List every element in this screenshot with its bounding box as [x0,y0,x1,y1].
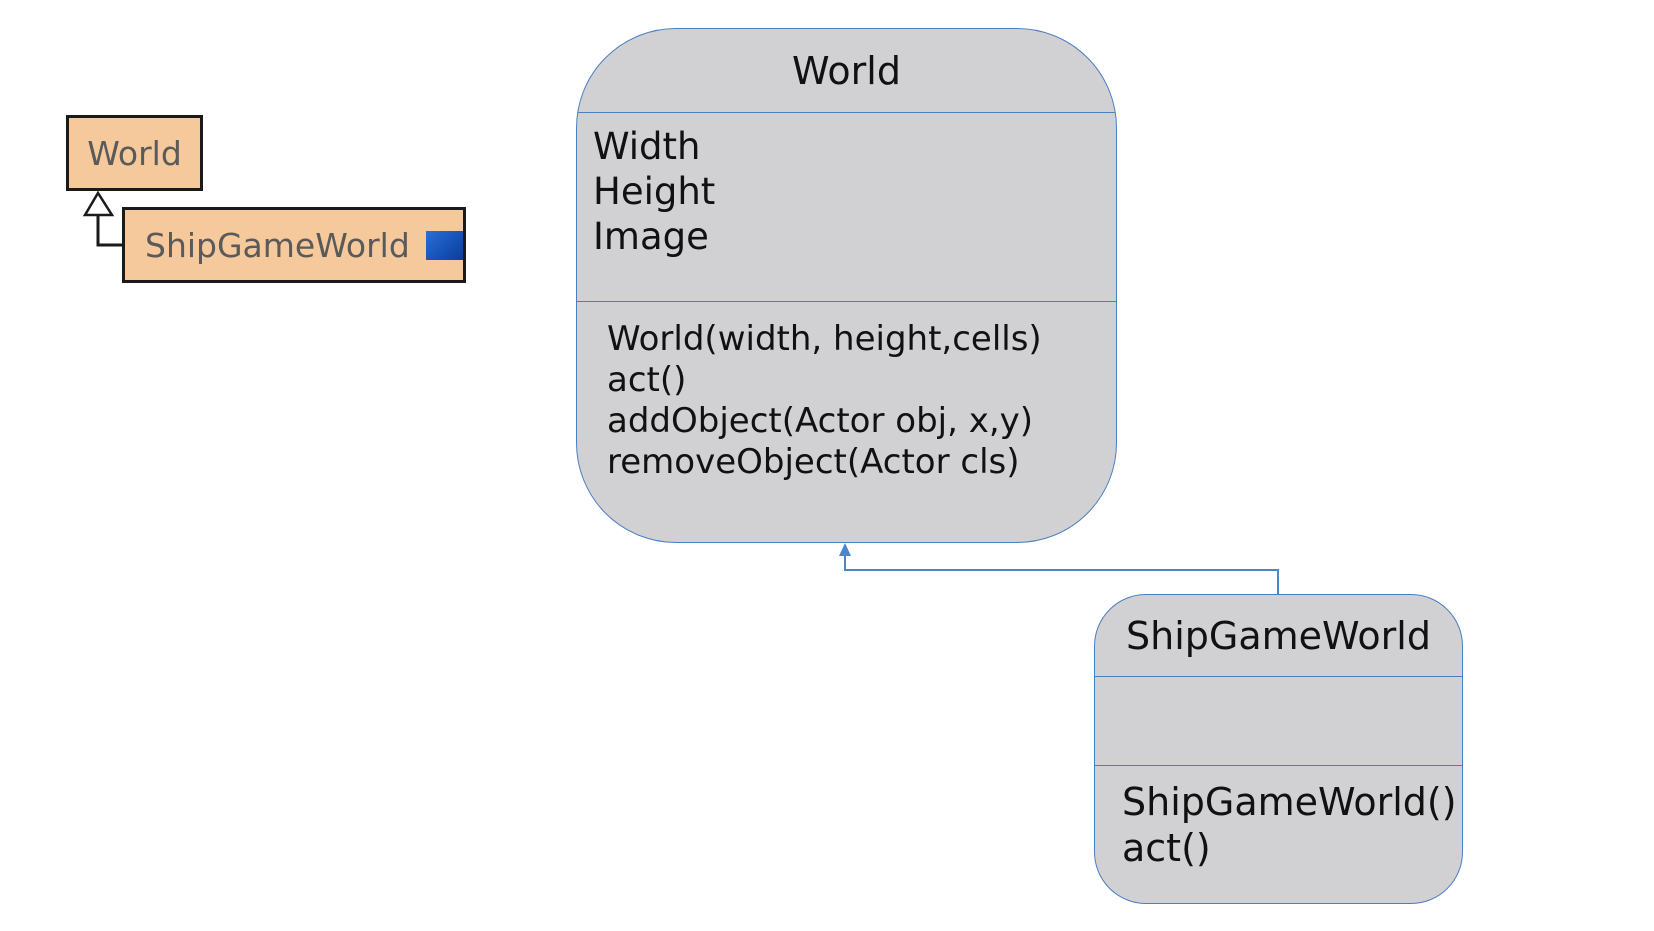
uml-shipgameworld-methods: ShipGameWorld() act() [1122,779,1457,871]
uml-shipgameworld-method: ShipGameWorld() [1122,780,1457,824]
uml-world-method: World(width, height,cells) [607,319,1042,359]
uml-world-attribute: Height [593,170,716,213]
uml-class-shipgameworld: ShipGameWorld ShipGameWorld() act() [1094,594,1463,904]
uml-world-methods: World(width, height,cells) act() addObje… [607,319,1042,483]
uml-world-method: removeObject(Actor cls) [607,442,1020,482]
tree-shipgameworld-class[interactable]: ShipGameWorld [122,207,466,283]
uml-class-world: World Width Height Image World(width, he… [576,28,1117,543]
uml-world-attribute: Width [593,125,701,168]
uml-world-method: act() [607,360,687,400]
uml-world-divider-2 [577,301,1116,302]
uml-shipgameworld-divider-1 [1095,676,1462,677]
uml-world-method: addObject(Actor obj, x,y) [607,401,1034,441]
uml-world-name: World [792,48,901,93]
blue-flag-icon [425,230,463,260]
uml-world-attributes: Width Height Image [593,124,715,259]
tree-world-class[interactable]: World [66,115,203,191]
uml-shipgameworld-method: act() [1122,826,1211,870]
uml-shipgameworld-divider-2 [1095,765,1462,766]
tree-shipgameworld-label: ShipGameWorld [145,225,410,265]
uml-world-divider-1 [577,112,1116,113]
tree-world-label: World [87,133,182,173]
uml-shipgameworld-name: ShipGameWorld [1126,613,1431,658]
uml-world-attribute: Image [593,215,709,258]
